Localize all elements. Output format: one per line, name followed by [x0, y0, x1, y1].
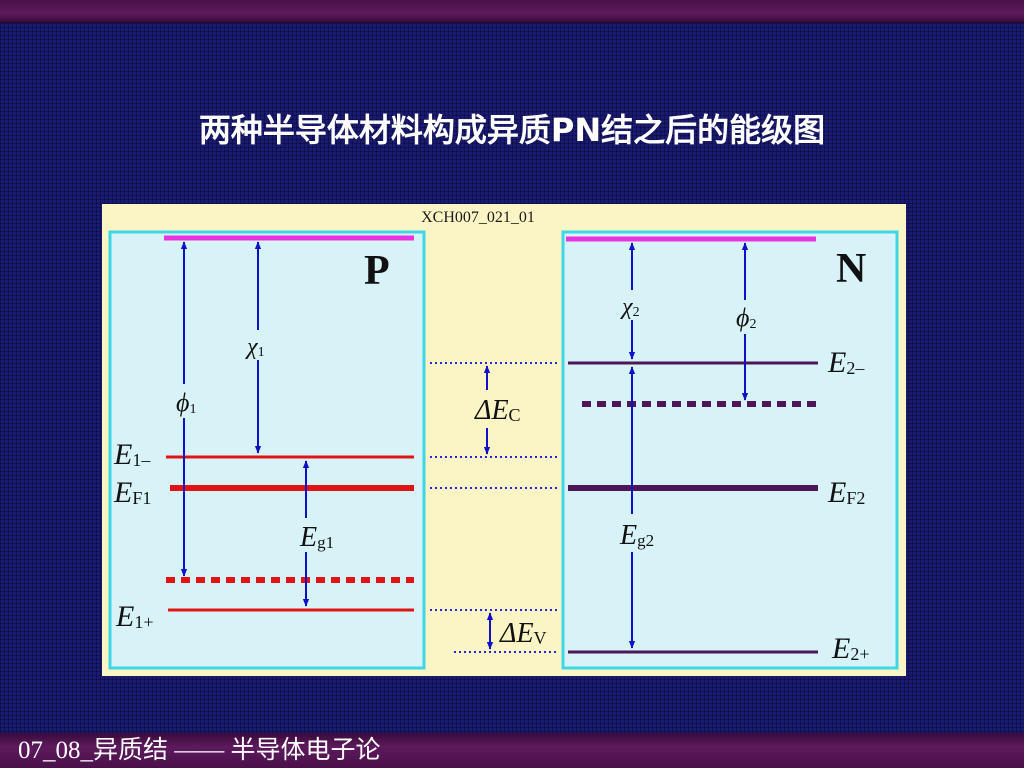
chi1-label: χ1 [245, 334, 265, 360]
e2-minus-label: E2– [827, 346, 865, 379]
ef2-label: EF2 [827, 476, 865, 509]
e2-plus-label: E2+ [831, 632, 869, 665]
e1-minus-label: E1– [113, 438, 151, 471]
p-region-label: P [364, 248, 390, 294]
top-bar [0, 0, 1024, 23]
n-region-label: N [836, 246, 866, 292]
eg1-label: Eg1 [299, 522, 334, 553]
footer-caption: 07_08_异质结 —— 半导体电子论 [18, 737, 381, 764]
bottom-bar [0, 733, 1024, 768]
phi2-label: ϕ2 [736, 303, 756, 332]
ef1-label: EF1 [113, 476, 151, 509]
p-region-panel [108, 230, 426, 670]
eg2-label: Eg2 [619, 520, 654, 551]
n-region-panel [561, 230, 899, 670]
chi2-label: χ2 [620, 294, 640, 320]
figure-id: XCH007_021_01 [421, 209, 535, 226]
phi1-label: ϕ1 [176, 388, 196, 417]
delta-ev-label: ΔEV [499, 618, 547, 649]
dotted-guide-lines [430, 362, 558, 653]
page-title: 两种半导体材料构成异质PN结之后的能级图 [198, 111, 826, 149]
energy-band-diagram: XCH007_021_01 P N χ1 ϕ1 Eg1 [102, 204, 906, 676]
delta-ec-label: ΔEC [474, 395, 521, 426]
e1-plus-label: E1+ [115, 600, 153, 633]
